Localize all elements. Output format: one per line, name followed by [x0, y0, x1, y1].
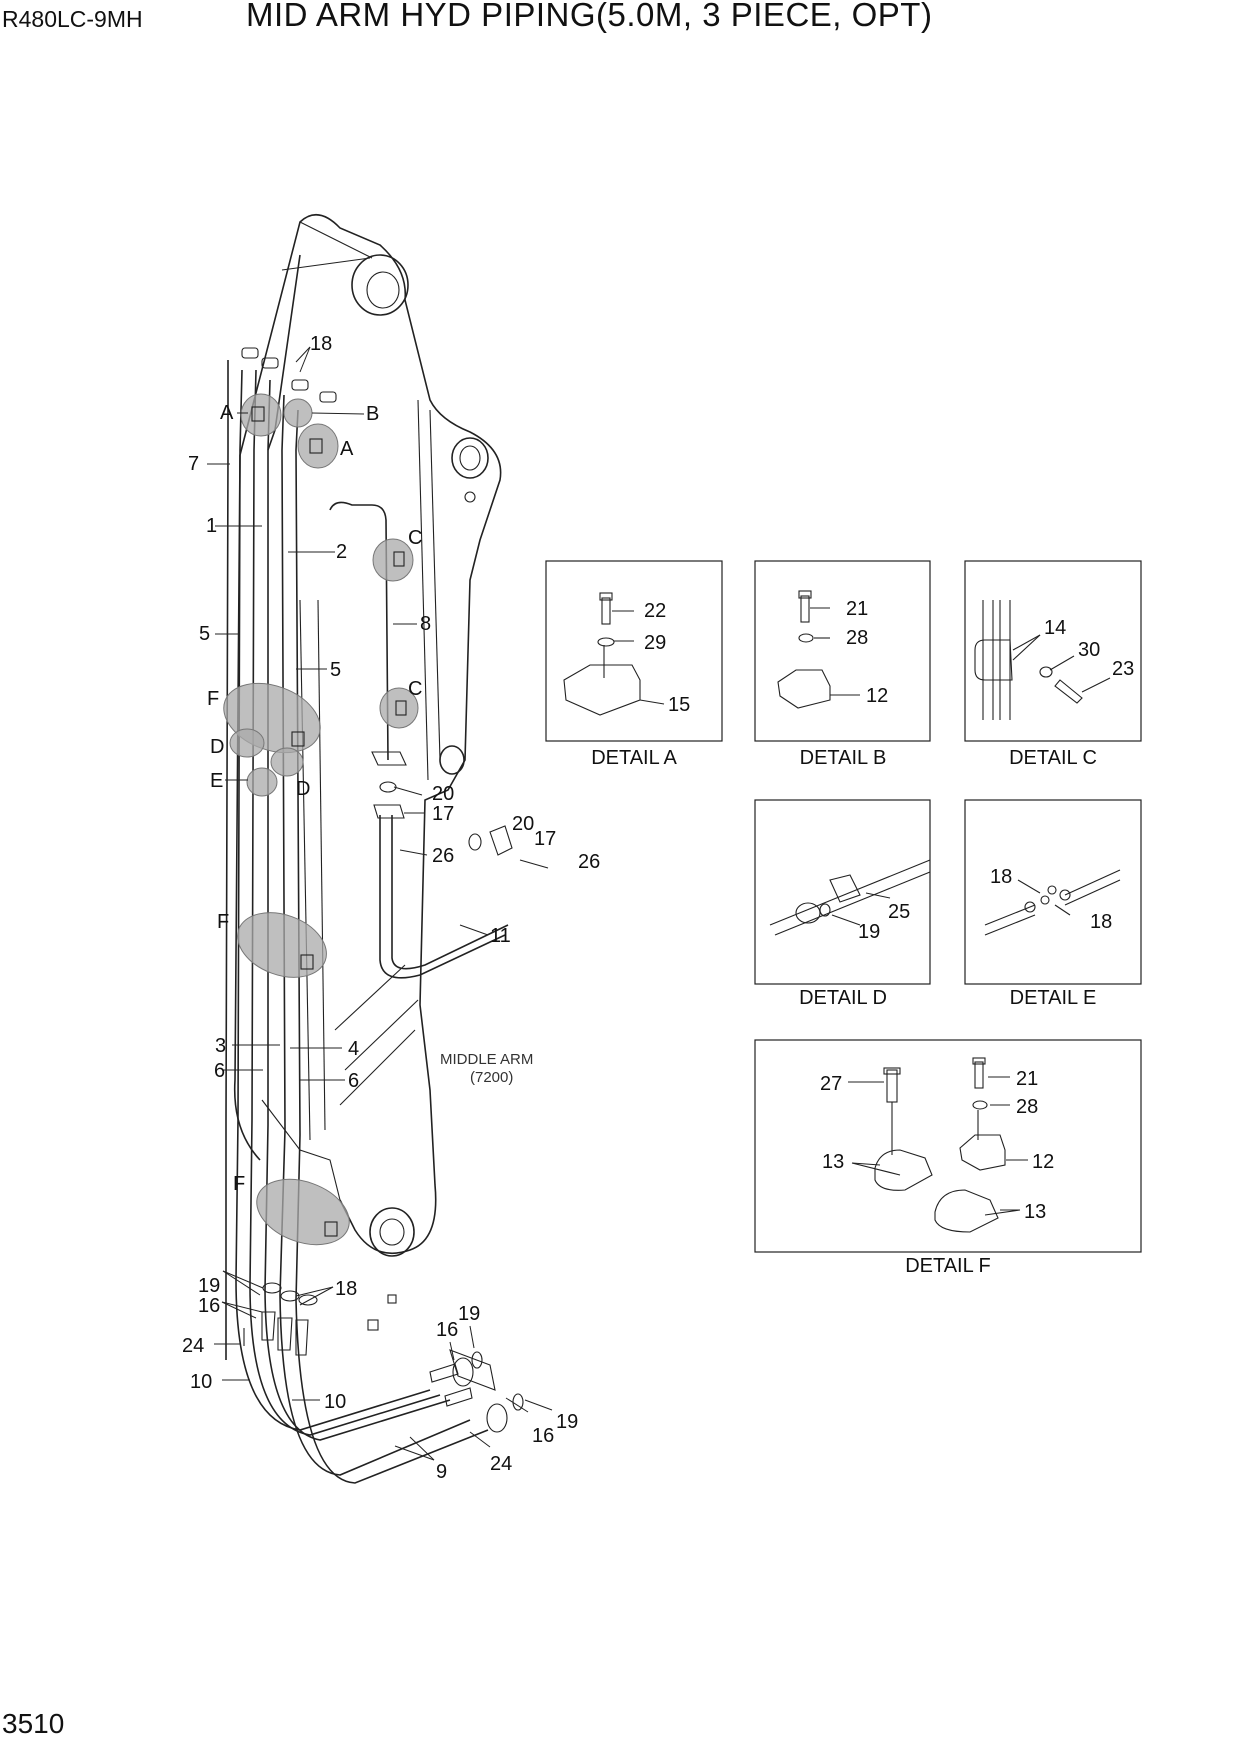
callout-18: 18 — [335, 1278, 357, 1300]
callout-5: 5 — [199, 623, 210, 645]
detail-f-callout-12: 12 — [1032, 1151, 1054, 1173]
callout-19: 19 — [458, 1303, 480, 1325]
callout-3: 3 — [215, 1035, 226, 1057]
detail-d-callout-25: 25 — [888, 901, 910, 923]
arm-length-label: (7200) — [470, 1069, 513, 1086]
detail-e-caption: DETAIL E — [1010, 987, 1097, 1009]
callout-20: 20 — [432, 783, 454, 805]
detail-e-frame — [964, 799, 1142, 985]
callout-labels: 18 A B A 7 1 2 C 8 5 5 F C D E D 20 17 2… — [182, 333, 600, 1483]
detail-d: 25 19 DETAIL D — [754, 799, 931, 1009]
callout-F: F — [233, 1173, 245, 1195]
detail-f-frame — [754, 1039, 1142, 1253]
callout-16: 16 — [532, 1425, 554, 1447]
detail-e-callout-18: 18 — [1090, 911, 1112, 933]
detail-f: 27 21 28 13 12 13 DETAIL F — [754, 1039, 1142, 1277]
callout-24: 24 — [490, 1453, 512, 1475]
detail-f-callout-28: 28 — [1016, 1096, 1038, 1118]
callout-26: 26 — [578, 851, 600, 873]
detail-b-callout-12: 12 — [866, 685, 888, 707]
callout-19: 19 — [198, 1275, 220, 1297]
callout-A: A — [340, 438, 354, 460]
detail-d-frame — [754, 799, 931, 985]
detail-b-frame — [754, 560, 931, 742]
detail-a-callout-22: 22 — [644, 600, 666, 622]
detail-a-callout-29: 29 — [644, 632, 666, 654]
callout-1: 1 — [206, 515, 217, 537]
callout-A: A — [220, 402, 234, 424]
detail-a-caption: DETAIL A — [591, 747, 677, 769]
callout-leaders — [207, 346, 553, 1461]
detail-b-callout-28: 28 — [846, 627, 868, 649]
callout-F: F — [207, 688, 219, 710]
page-title: MID ARM HYD PIPING(5.0M, 3 PIECE, OPT) — [246, 0, 933, 33]
callout-8: 8 — [420, 613, 431, 635]
detail-a: 22 29 15 DETAIL A — [545, 560, 723, 769]
detail-a-callout-15: 15 — [668, 694, 690, 716]
callout-B: B — [366, 403, 379, 425]
callout-4: 4 — [348, 1038, 359, 1060]
detail-f-callout-27: 27 — [820, 1073, 842, 1095]
page-number: 3510 — [2, 1708, 65, 1739]
callout-24: 24 — [182, 1335, 204, 1357]
callout-20: 20 — [512, 813, 534, 835]
detail-d-caption: DETAIL D — [799, 987, 887, 1009]
callout-17: 17 — [432, 803, 454, 825]
callout-16: 16 — [198, 1295, 220, 1317]
detail-e-callout-18: 18 — [990, 866, 1012, 888]
detail-b: 21 28 12 DETAIL B — [754, 560, 931, 769]
callout-9: 9 — [436, 1461, 447, 1483]
model-number: R480LC-9MH — [2, 6, 143, 32]
detail-f-callout-13: 13 — [822, 1151, 844, 1173]
callout-16: 16 — [436, 1319, 458, 1341]
detail-d-callout-19: 19 — [858, 921, 880, 943]
callout-E: E — [210, 770, 223, 792]
detail-f-caption: DETAIL F — [905, 1255, 991, 1277]
callout-11: 11 — [490, 925, 511, 947]
callout-17: 17 — [534, 828, 556, 850]
callout-D: D — [210, 736, 224, 758]
detail-c-frame — [964, 560, 1142, 742]
arm-name-label: MIDDLE ARM — [440, 1051, 533, 1068]
detail-e: 18 18 DETAIL E — [964, 799, 1142, 1009]
detail-highlights — [223, 393, 419, 1246]
callout-18: 18 — [310, 333, 332, 355]
callout-6: 6 — [348, 1070, 359, 1092]
hydraulic-lines — [225, 347, 549, 1484]
detail-f-callout-21: 21 — [1016, 1068, 1038, 1090]
callout-5: 5 — [330, 659, 341, 681]
detail-c-callout-23: 23 — [1112, 658, 1134, 680]
callout-C: C — [408, 678, 422, 700]
middle-arm-body — [233, 214, 502, 1331]
callout-6: 6 — [214, 1060, 225, 1082]
detail-b-caption: DETAIL B — [800, 747, 887, 769]
callout-2: 2 — [336, 541, 347, 563]
callout-7: 7 — [188, 453, 199, 475]
detail-f-callout-13: 13 — [1024, 1201, 1046, 1223]
callout-D: D — [296, 778, 310, 800]
detail-c-callout-30: 30 — [1078, 639, 1100, 661]
callout-C: C — [408, 527, 422, 549]
detail-c: 14 30 23 DETAIL C — [964, 560, 1142, 769]
callout-26: 26 — [432, 845, 454, 867]
callout-10: 10 — [324, 1391, 346, 1413]
detail-b-callout-21: 21 — [846, 598, 868, 620]
detail-c-caption: DETAIL C — [1009, 747, 1097, 769]
callout-10: 10 — [190, 1371, 212, 1393]
callout-F: F — [217, 911, 229, 933]
callout-19: 19 — [556, 1411, 578, 1433]
detail-c-callout-14: 14 — [1044, 617, 1066, 639]
detail-a-frame — [545, 560, 723, 742]
